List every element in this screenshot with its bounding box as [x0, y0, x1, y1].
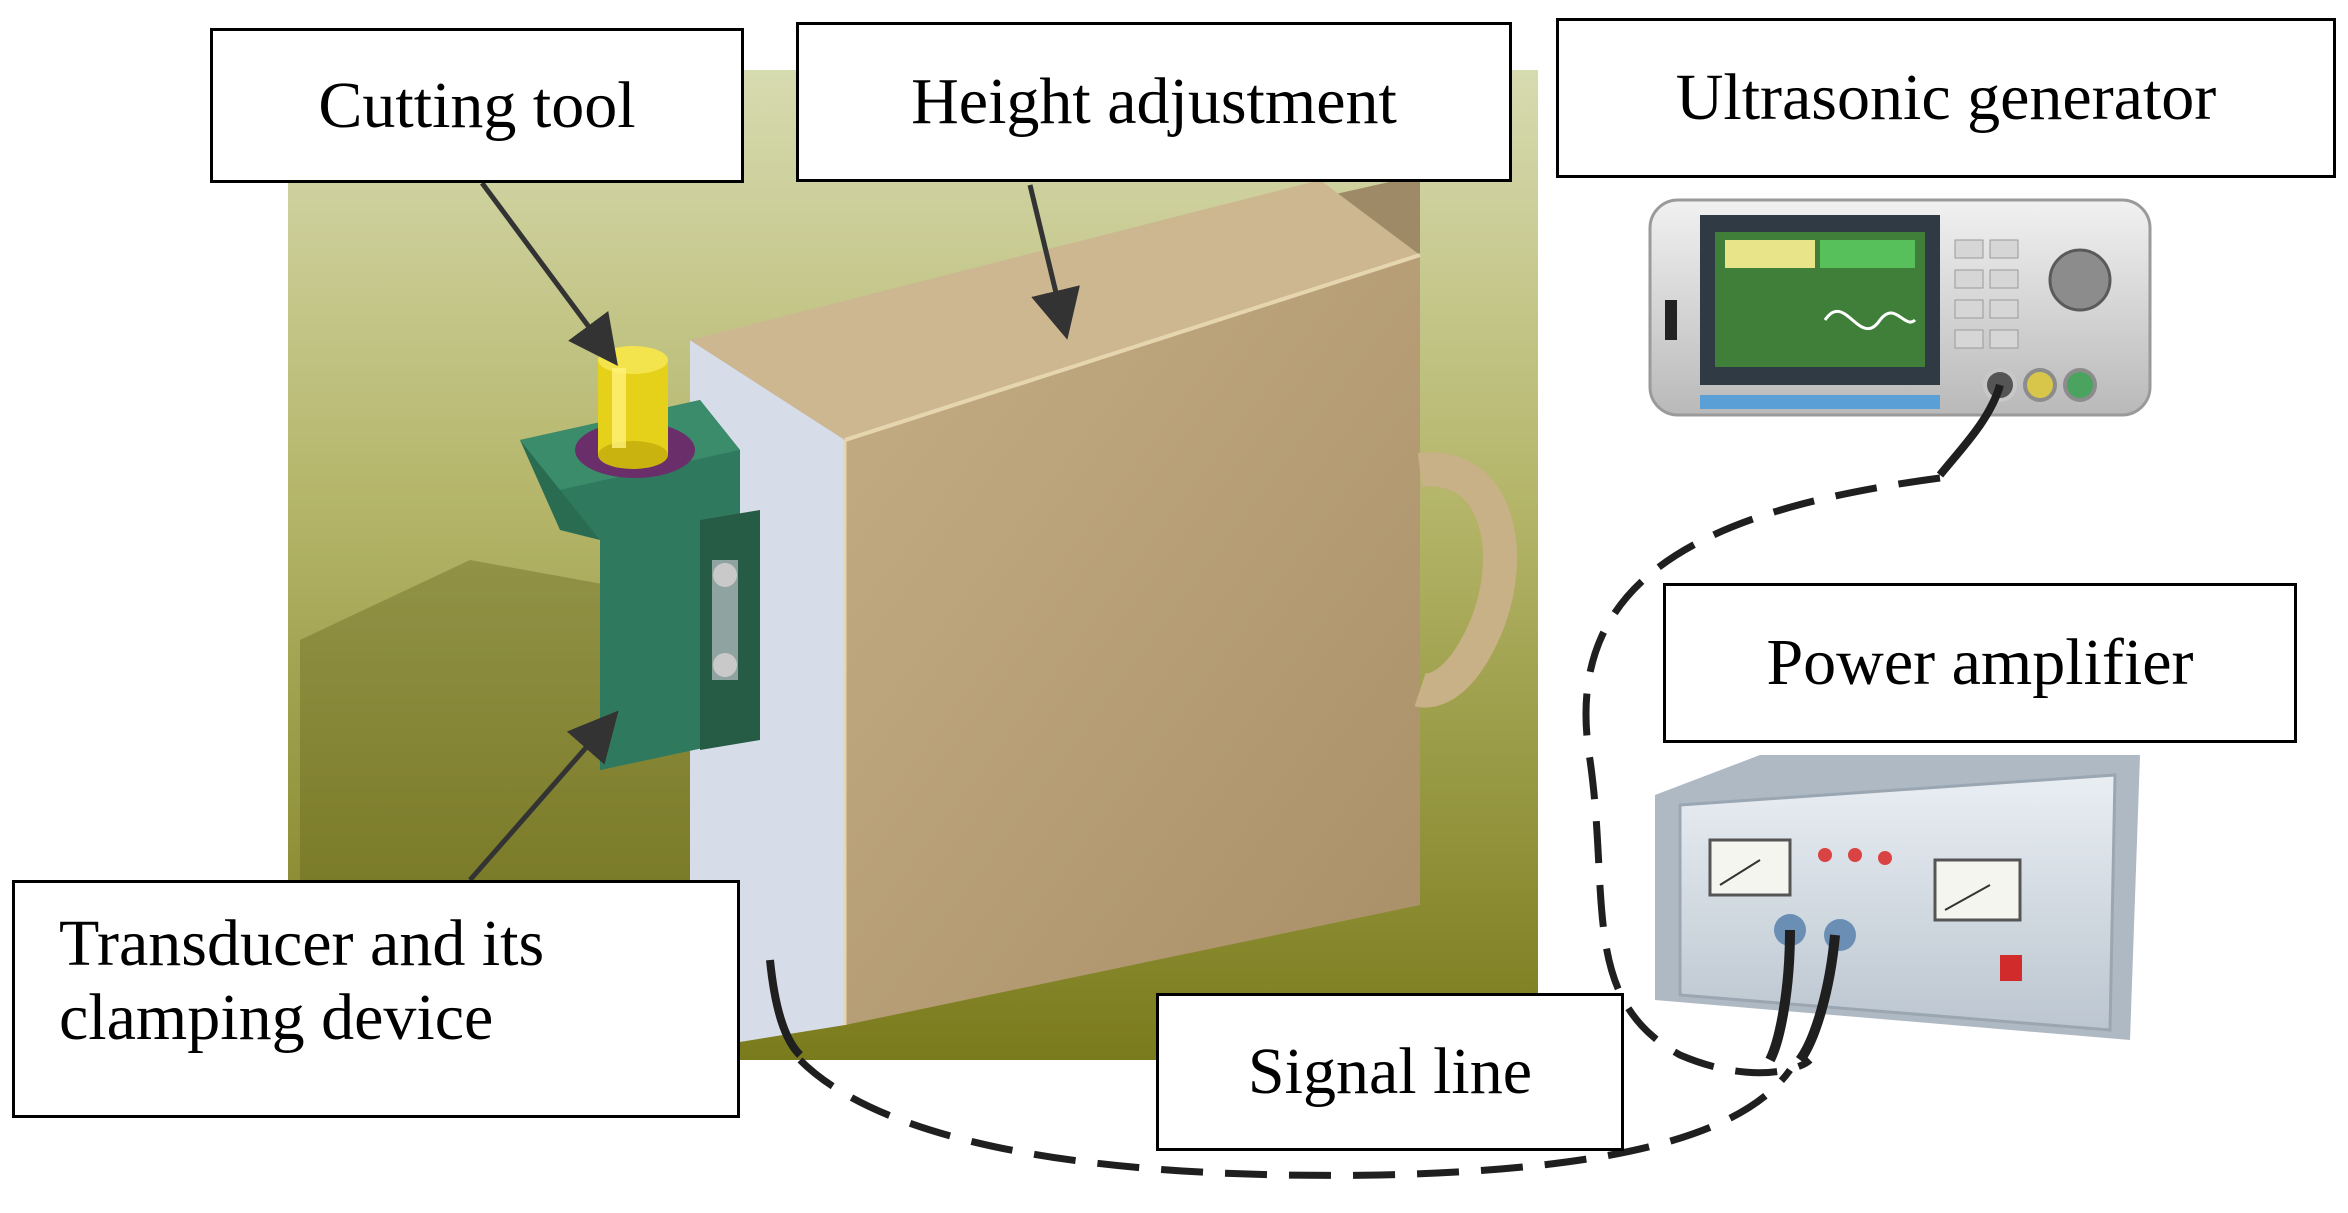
- callout-arrows: [468, 181, 1080, 882]
- arrow-transducer: [468, 710, 619, 882]
- ultrasonic-generator-device: [1648, 198, 2152, 417]
- label-ultrasonic-generator-text: Ultrasonic generator: [1675, 61, 2217, 134]
- label-ultrasonic-generator: Ultrasonic generator: [1556, 18, 2336, 178]
- cutting-tool: [598, 346, 668, 469]
- label-cutting-tool: Cutting tool: [210, 28, 744, 183]
- label-height-adjustment: Height adjustment: [796, 22, 1512, 182]
- label-transducer: Transducer and its clamping device: [12, 880, 740, 1118]
- arrow-height-adjustment: [1027, 184, 1080, 340]
- label-power-amplifier-text: Power amplifier: [1766, 626, 2194, 699]
- label-signal-line-text: Signal line: [1247, 1035, 1533, 1108]
- label-signal-line: Signal line: [1156, 993, 1624, 1151]
- power-amplifier-device: [1655, 755, 2140, 1040]
- arrow-cutting-tool: [479, 181, 618, 367]
- signal-cable: [766, 383, 2004, 1063]
- signal-line-dashed: [797, 474, 1941, 1179]
- label-power-amplifier: Power amplifier: [1663, 583, 2297, 743]
- label-transducer-line1: Transducer and its: [59, 907, 545, 980]
- label-transducer-line2: clamping device: [59, 980, 494, 1054]
- label-cutting-tool-text: Cutting tool: [318, 68, 636, 142]
- label-height-adjustment-text: Height adjustment: [911, 65, 1397, 138]
